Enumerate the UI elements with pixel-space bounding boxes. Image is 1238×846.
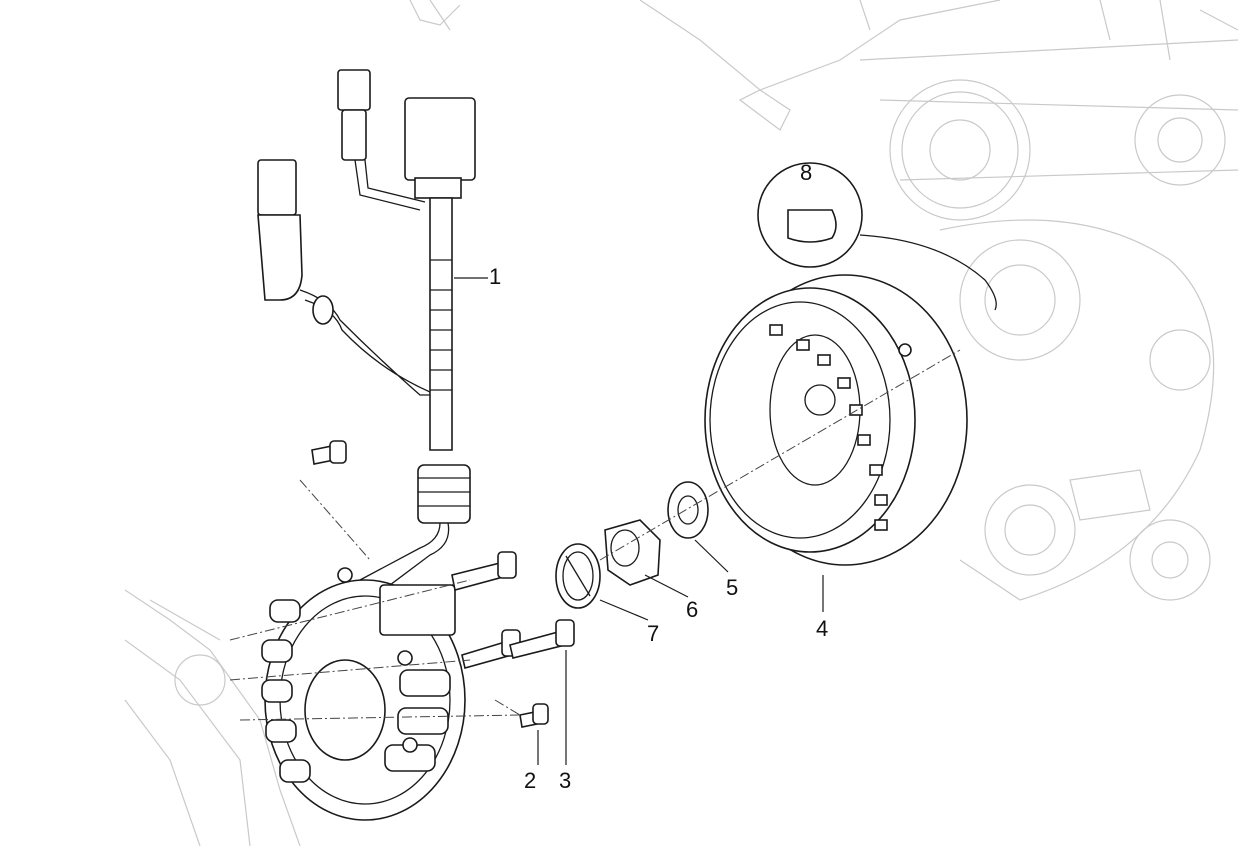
callout-4: 4 xyxy=(816,616,828,641)
callout-5: 5 xyxy=(726,575,738,600)
callout-1: 1 xyxy=(489,264,501,289)
bolts xyxy=(311,440,575,728)
callout-3: 3 xyxy=(559,768,571,793)
engine-background xyxy=(124,0,1238,846)
assembly-lines xyxy=(229,349,961,721)
flywheel xyxy=(704,274,968,566)
callout-7: 7 xyxy=(647,621,659,646)
leader-lines xyxy=(454,277,824,765)
callout-6: 6 xyxy=(686,597,698,622)
wiring-harness xyxy=(257,69,476,601)
washer-5 xyxy=(667,481,709,539)
callout-8: 8 xyxy=(800,160,812,185)
callout-2: 2 xyxy=(524,768,536,793)
key-inset xyxy=(757,162,997,311)
stator xyxy=(261,567,466,821)
nut-6 xyxy=(604,519,661,586)
